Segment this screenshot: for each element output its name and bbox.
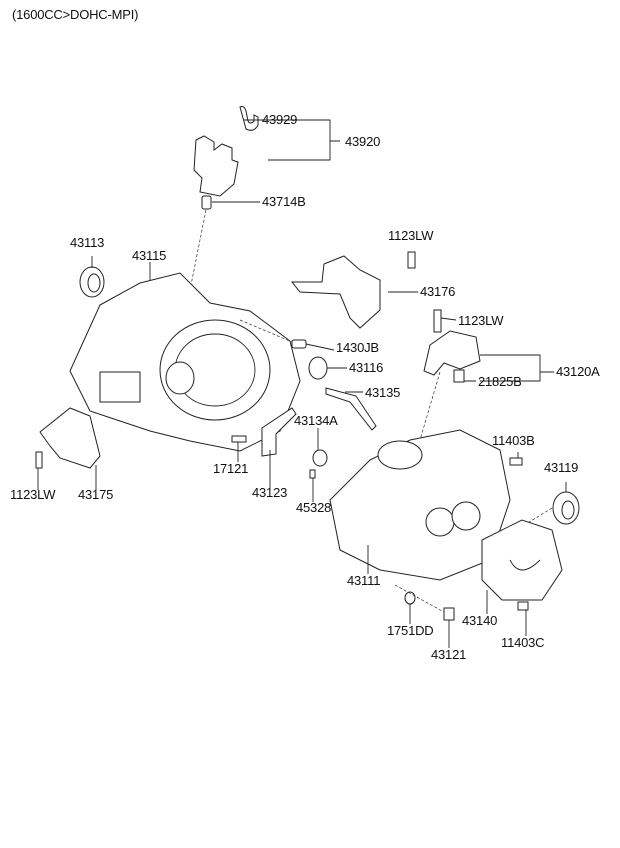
cover-43140 <box>481 519 563 601</box>
part-label[interactable]: 45328 <box>296 500 332 515</box>
bolt-1123LW-mid <box>433 309 442 333</box>
part-label[interactable]: 43121 <box>431 647 467 662</box>
bracket-43123 <box>261 407 297 457</box>
bracket-43135 <box>325 387 377 431</box>
part-label[interactable]: 11403B <box>492 433 535 448</box>
part-label[interactable]: 43111 <box>347 573 381 588</box>
gasket-43116 <box>308 356 328 380</box>
part-label[interactable]: 43920 <box>345 134 381 149</box>
part-label[interactable]: 1123LW <box>388 228 434 243</box>
part-label[interactable]: 43134A <box>294 413 338 428</box>
bolt-1123LW-top <box>407 251 416 269</box>
part-label[interactable]: 43176 <box>420 284 456 299</box>
diagram-title: (1600CC>DOHC-MPI) <box>12 7 139 22</box>
damper-21825B <box>453 369 465 383</box>
part-label[interactable]: 1430JB <box>336 340 379 355</box>
part-label[interactable]: 43175 <box>78 487 114 502</box>
part-label[interactable]: 11403C <box>501 635 545 650</box>
part-label[interactable]: 43120A <box>556 364 600 379</box>
part-label[interactable]: 21825B <box>478 374 522 389</box>
pin-1430JB <box>291 339 307 349</box>
bracket-43175 <box>39 407 101 469</box>
part-label[interactable]: 43714B <box>262 194 306 209</box>
clip-43929 <box>239 106 259 131</box>
oil-seal-43134A <box>312 449 328 467</box>
plug-43121 <box>443 607 455 621</box>
bolt-1123LW-left <box>35 451 43 469</box>
shift-lever-43920 <box>193 135 239 197</box>
bushing-43714B <box>201 195 212 210</box>
part-label[interactable]: 17121 <box>213 461 249 476</box>
part-label[interactable]: 1123LW <box>458 313 504 328</box>
washer-1751DD <box>404 591 416 605</box>
bracket-43120A <box>423 330 481 376</box>
part-label[interactable]: 1123LW <box>10 487 56 502</box>
part-label[interactable]: 1751DD <box>387 623 434 638</box>
part-label[interactable]: 43123 <box>252 485 288 500</box>
part-label[interactable]: 43119 <box>544 460 579 475</box>
part-label[interactable]: 43113 <box>70 235 105 250</box>
part-label[interactable]: 43140 <box>462 613 498 628</box>
part-label[interactable]: 43116 <box>349 360 384 375</box>
pin-45328 <box>309 469 316 479</box>
bolt-11403C <box>517 601 529 611</box>
bolt-11403B <box>509 457 523 466</box>
part-label[interactable]: 43135 <box>365 385 401 400</box>
dowel-17121 <box>231 435 247 443</box>
bracket-43176 <box>290 255 381 329</box>
part-label[interactable]: 43929 <box>262 112 298 127</box>
part-label[interactable]: 43115 <box>132 248 167 263</box>
